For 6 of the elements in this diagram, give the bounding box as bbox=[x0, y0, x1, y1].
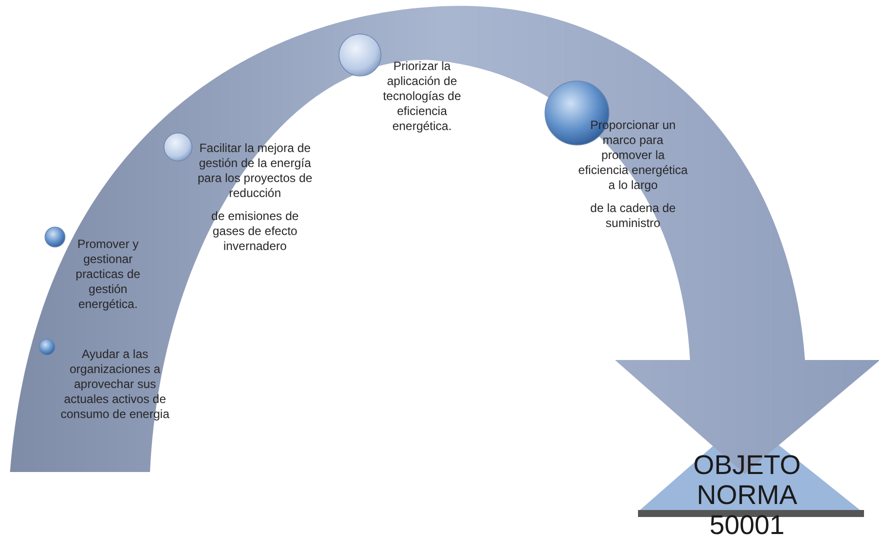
item-text: de emisiones de gases de efecto invernadero bbox=[210, 209, 300, 254]
curved-arrow bbox=[10, 6, 879, 474]
item-text: de la cadena de suministro bbox=[589, 201, 677, 231]
target-label: OBJETO NORMA 50001 bbox=[692, 450, 802, 538]
item-text: Priorizar la aplicación de tecnologías de eficiencia energética. bbox=[382, 59, 462, 134]
item-text: Promover y gestionar practicas de gestión energética. bbox=[74, 237, 142, 312]
